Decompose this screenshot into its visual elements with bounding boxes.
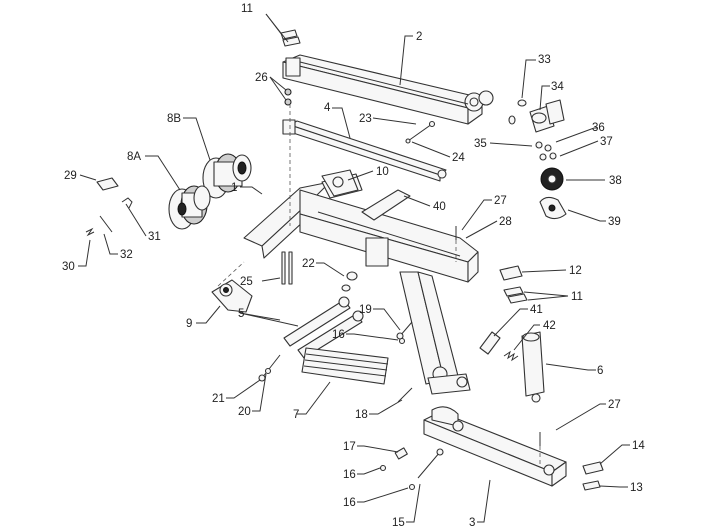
callout-40: 40 <box>433 201 446 213</box>
callout-11-top: 11 <box>241 3 253 15</box>
callout-30: 30 <box>62 261 75 273</box>
part-33-34-rollers <box>508 99 565 133</box>
callout-21: 21 <box>212 393 225 405</box>
part-29-31-clips <box>96 177 133 209</box>
callout-32: 32 <box>120 249 133 261</box>
callout-41: 41 <box>530 304 543 316</box>
part-1-main-frame <box>243 173 479 283</box>
callout-labels: 11 2 33 34 26 4 23 8B 36 35 37 24 8A 10 … <box>62 3 645 529</box>
callout-36: 36 <box>592 122 605 134</box>
part-25-rods <box>281 251 293 285</box>
part-17-bushing <box>394 447 408 460</box>
callout-3: 3 <box>469 517 475 529</box>
part-10-saddle <box>321 169 359 197</box>
part-7-bundle <box>301 347 389 385</box>
part-12-plate <box>499 265 523 281</box>
callout-34: 34 <box>551 81 564 93</box>
callout-13: 13 <box>630 482 643 494</box>
part-27-bolts <box>455 226 541 446</box>
callout-24: 24 <box>452 152 465 164</box>
part-15-pin <box>417 448 444 479</box>
callout-38: 38 <box>609 175 622 187</box>
callout-27-top: 27 <box>494 195 507 207</box>
part-3-lower-boom <box>423 406 567 487</box>
part-39-bracket <box>539 196 567 220</box>
callout-16-mid: 16 <box>332 329 345 341</box>
callout-33: 33 <box>538 54 551 66</box>
part-1-leg <box>399 271 471 395</box>
part-26-bolts <box>284 88 292 106</box>
part-32-pin <box>99 215 113 233</box>
callout-5: 5 <box>238 308 244 320</box>
part-23-pin <box>405 120 436 144</box>
callout-2: 2 <box>416 31 422 43</box>
callout-14: 14 <box>632 440 645 452</box>
callout-1: 1 <box>231 182 237 194</box>
part-6-cylinder <box>521 331 545 403</box>
part-30-spring <box>85 227 95 237</box>
callout-leaders <box>78 13 630 523</box>
callout-9: 9 <box>186 318 192 330</box>
callout-26: 26 <box>255 72 268 84</box>
callout-4: 4 <box>324 102 331 114</box>
callout-8a: 8A <box>127 151 141 163</box>
callout-8b: 8B <box>167 113 181 125</box>
part-20-21-pins <box>258 354 281 382</box>
callout-7: 7 <box>293 409 299 421</box>
callout-10: 10 <box>376 166 389 178</box>
callout-25: 25 <box>240 276 253 288</box>
part-14-pad <box>582 461 604 475</box>
callout-17: 17 <box>343 441 356 453</box>
callout-22: 22 <box>302 258 315 270</box>
callout-35: 35 <box>474 138 487 150</box>
part-22-bushing <box>341 271 358 292</box>
part-8a-hub <box>168 185 211 230</box>
callout-23: 23 <box>359 113 372 125</box>
part-40-plate <box>361 189 411 221</box>
callout-31: 31 <box>148 231 161 243</box>
part-42-spring <box>503 350 519 362</box>
part-13-pad <box>582 480 601 491</box>
callout-12: 12 <box>569 265 582 277</box>
callout-18: 18 <box>355 409 368 421</box>
callout-37: 37 <box>600 136 613 148</box>
callout-20: 20 <box>238 406 251 418</box>
alignment-lines <box>217 104 541 466</box>
callout-15: 15 <box>392 517 405 529</box>
callout-29: 29 <box>64 170 77 182</box>
part-11-mid-plates <box>503 286 528 304</box>
part-5-cylinders <box>283 296 364 359</box>
callout-6: 6 <box>597 365 603 377</box>
callout-39: 39 <box>608 216 621 228</box>
callout-16-bottom: 16 <box>343 497 356 509</box>
part-35-37-washers <box>535 141 557 161</box>
part-38-gear <box>540 167 564 191</box>
part-11-top-pads <box>280 29 301 47</box>
part-2-upper-boom <box>282 54 494 125</box>
part-4-slide-bar <box>282 119 447 182</box>
callout-42: 42 <box>543 320 556 332</box>
part-8b-hub <box>202 153 252 199</box>
callout-16-low: 16 <box>343 469 356 481</box>
callout-28: 28 <box>499 216 512 228</box>
callout-27-bottom: 27 <box>608 399 621 411</box>
part-9-mount <box>211 279 253 313</box>
part-18-pin <box>397 387 413 403</box>
part-16-washers <box>379 337 416 491</box>
callout-11-mid: 11 <box>571 291 583 303</box>
part-19-pin <box>396 321 413 340</box>
part-41-connector <box>479 331 501 355</box>
callout-19: 19 <box>359 304 372 316</box>
